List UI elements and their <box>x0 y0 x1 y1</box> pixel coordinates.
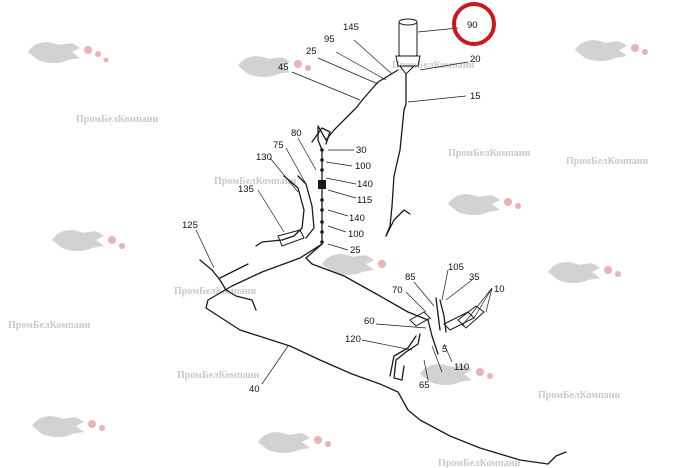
part-label-140: 140 <box>357 179 373 190</box>
watermark-text: ПромБелКомпани <box>392 60 475 71</box>
highlight-circle <box>452 2 496 46</box>
part-label-90: 90 <box>467 20 478 31</box>
part-label-135: 135 <box>238 184 254 195</box>
logo-horse-icon <box>575 40 648 61</box>
part-label-100b: 100 <box>348 229 364 240</box>
watermark-text: ПромБелКомпани <box>8 320 91 331</box>
part-label-20: 20 <box>470 54 481 65</box>
logo-horse-icon <box>548 262 621 283</box>
part-label-125: 125 <box>182 220 198 231</box>
part-label-130: 130 <box>256 152 272 163</box>
part-label-15: 15 <box>470 91 481 102</box>
part-label-110: 110 <box>454 362 469 373</box>
part-label-25: 25 <box>306 46 317 57</box>
watermark-text: ПромБелКомпани <box>214 176 297 187</box>
watermark-text: ПромБелКомпани <box>448 148 531 159</box>
watermark-text: ПромБелКомпани <box>174 286 257 297</box>
pipe-lines <box>199 18 567 465</box>
part-label-25b: 25 <box>350 245 361 256</box>
watermark-logos <box>28 40 648 453</box>
logo-horse-icon <box>52 230 125 251</box>
part-label-105: 105 <box>448 262 464 273</box>
watermark-text: ПромБелКомпани <box>177 370 260 381</box>
part-label-60: 60 <box>364 316 375 327</box>
logo-horse-icon <box>238 56 311 77</box>
part-label-85: 85 <box>405 272 416 283</box>
part-label-65: 65 <box>419 380 430 391</box>
logo-horse-icon <box>258 432 331 453</box>
part-label-120: 120 <box>345 334 361 345</box>
logo-horse-icon <box>448 194 521 215</box>
watermark-text: ПромБелКомпани <box>438 458 521 468</box>
leader-lines <box>195 27 493 385</box>
logo-horse-icon <box>28 42 109 63</box>
part-label-10: 10 <box>494 284 505 295</box>
watermark-text: ПромБелКомпани <box>538 390 621 401</box>
part-label-100: 100 <box>355 161 371 172</box>
watermark-text: ПромБелКомпани <box>566 156 649 167</box>
part-label-95: 95 <box>324 34 335 45</box>
part-label-75: 75 <box>273 140 284 151</box>
part-label-35: 35 <box>469 272 480 283</box>
part-label-45: 45 <box>278 62 289 73</box>
logo-horse-icon <box>420 364 493 385</box>
part-label-40: 40 <box>249 384 260 395</box>
part-label-30: 30 <box>356 145 367 156</box>
part-label-115: 115 <box>357 195 372 206</box>
part-label-140b: 140 <box>349 213 365 224</box>
logo-horse-icon <box>32 416 105 437</box>
fittings <box>318 148 326 244</box>
logo-horse-icon <box>322 254 386 275</box>
reservoir-90 <box>395 18 421 75</box>
watermark-texts: ПромБелКомпани ПромБелКомпани ПромБелКом… <box>8 60 649 468</box>
part-label-70: 70 <box>392 285 403 296</box>
part-label-80: 80 <box>291 128 302 139</box>
part-label-5: 5 <box>442 344 447 355</box>
watermark-text: ПромБелКомпани <box>76 114 159 125</box>
part-labels: 90 145 95 25 45 20 15 80 30 75 100 130 1… <box>182 20 505 395</box>
part-label-145: 145 <box>343 22 359 33</box>
